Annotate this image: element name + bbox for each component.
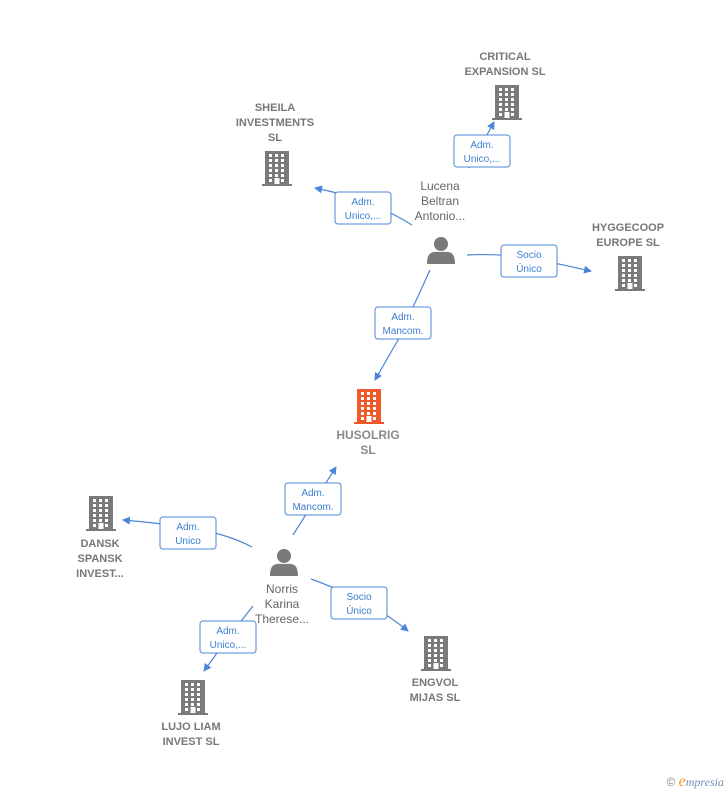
node-label-line: EXPANSION SL bbox=[464, 66, 545, 78]
node-label-line: Norris bbox=[266, 582, 298, 596]
node-label-line: MIJAS SL bbox=[410, 692, 461, 704]
building-icon bbox=[354, 389, 384, 424]
building-icon bbox=[492, 85, 522, 120]
copyright-icon: © bbox=[666, 775, 676, 789]
role-text-line: Adm. bbox=[216, 626, 239, 637]
node-label-line: DANSK bbox=[80, 538, 119, 550]
node-label-line: ENGVOL bbox=[412, 677, 459, 689]
node-label-line: EUROPE SL bbox=[596, 237, 660, 249]
role-text-line: Único bbox=[346, 604, 372, 617]
role-badge[interactable]: Adm. Mancom. bbox=[284, 482, 342, 516]
edge-lucena-to-husolrig bbox=[374, 269, 431, 381]
role-text-line: Único bbox=[516, 262, 542, 275]
node-label-line: INVEST SL bbox=[163, 736, 220, 748]
role-text-line: Unico,... bbox=[345, 211, 382, 222]
role-text-line: Socio bbox=[516, 250, 541, 261]
node-dansk[interactable]: DANSK SPANSK INVEST... bbox=[76, 496, 124, 580]
role-text-line: Unico bbox=[175, 536, 201, 547]
node-hyggecoop[interactable]: HYGGECOOP EUROPE SL bbox=[592, 222, 664, 291]
node-label-line: INVESTMENTS bbox=[236, 117, 314, 129]
role-text-line: Adm. bbox=[391, 312, 414, 323]
role-text-line: Socio bbox=[346, 592, 371, 603]
person-icon bbox=[427, 237, 455, 264]
node-engvol[interactable]: ENGVOL MIJAS SL bbox=[410, 636, 461, 704]
brand-logo-initial: e bbox=[678, 773, 686, 790]
building-icon bbox=[178, 680, 208, 715]
node-label-line: SHEILA bbox=[255, 102, 295, 114]
role-text-line: Unico,... bbox=[464, 154, 501, 165]
node-label-line: Karina bbox=[265, 597, 300, 611]
node-label-line: HUSOLRIG bbox=[336, 428, 399, 442]
building-icon bbox=[615, 256, 645, 291]
node-norris[interactable]: NorrisKarinaTherese... bbox=[255, 549, 309, 626]
role-text-line: Adm. bbox=[301, 488, 324, 499]
role-text-line: Adm. bbox=[351, 197, 374, 208]
node-sheila[interactable]: SHEILA INVESTMENTS SL bbox=[236, 102, 314, 186]
node-label-line: SPANSK bbox=[77, 553, 122, 565]
person-icon bbox=[270, 549, 298, 576]
brand-logo-text: mpresia bbox=[685, 775, 724, 789]
building-icon bbox=[86, 496, 116, 531]
node-lujo[interactable]: LUJO LIAM INVEST SL bbox=[161, 680, 221, 748]
node-label-line: Antonio... bbox=[415, 209, 466, 223]
node-label-line: Lucena bbox=[420, 179, 460, 193]
role-badge[interactable]: Adm. Unico bbox=[159, 516, 217, 550]
role-text-line: Adm. bbox=[176, 522, 199, 533]
node-label-line: SL bbox=[268, 132, 282, 144]
node-critical[interactable]: CRITICAL EXPANSION SL bbox=[464, 51, 546, 120]
role-text-line: Mancom. bbox=[292, 502, 333, 513]
building-icon bbox=[262, 151, 292, 186]
node-lucena[interactable]: LucenaBeltranAntonio... bbox=[415, 179, 466, 264]
role-badge[interactable]: Adm. Unico,... bbox=[453, 134, 511, 168]
node-label-line: Therese... bbox=[255, 612, 309, 626]
node-label-line: LUJO LIAM bbox=[161, 721, 220, 733]
role-badge[interactable]: Adm. Unico,... bbox=[334, 191, 392, 225]
building-icon bbox=[421, 636, 451, 671]
role-badge[interactable]: Adm. Unico,... bbox=[199, 620, 257, 654]
node-label-line: HYGGECOOP bbox=[592, 222, 664, 234]
node-label-line: CRITICAL bbox=[479, 51, 531, 63]
role-text-line: Unico,... bbox=[210, 640, 247, 651]
node-label-line: INVEST... bbox=[76, 568, 124, 580]
watermark: © empresia bbox=[666, 773, 724, 791]
role-text-line: Adm. bbox=[470, 140, 493, 151]
role-text-line: Mancom. bbox=[382, 326, 423, 337]
node-label-line: Beltran bbox=[421, 194, 459, 208]
node-label-line: SL bbox=[360, 443, 375, 457]
role-badge[interactable]: Adm. Mancom. bbox=[374, 306, 432, 340]
